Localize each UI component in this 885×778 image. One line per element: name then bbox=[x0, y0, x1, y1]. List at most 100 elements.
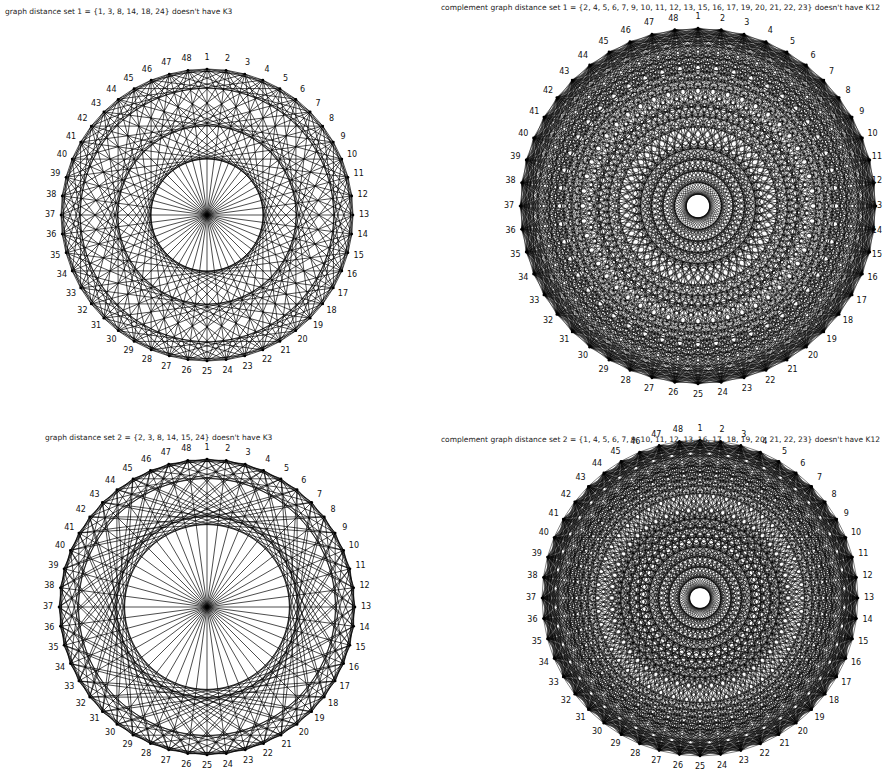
vertex-number: 40 bbox=[55, 542, 65, 550]
vertex-number: 48 bbox=[181, 55, 191, 63]
vertex-number: 40 bbox=[539, 529, 549, 537]
vertex-dot bbox=[838, 313, 841, 316]
vertex-dot bbox=[836, 518, 839, 521]
vertex-dot bbox=[88, 516, 91, 519]
vertex-number: 36 bbox=[44, 624, 54, 632]
vertex-dot bbox=[562, 676, 565, 679]
vertex-dot bbox=[341, 270, 344, 273]
vertex-number: 31 bbox=[575, 714, 585, 722]
vertex-dot bbox=[851, 116, 854, 119]
vertex-dot bbox=[63, 644, 66, 647]
vertex-number: 17 bbox=[857, 297, 867, 305]
vertex-number: 42 bbox=[76, 506, 86, 514]
vertex-dot bbox=[186, 752, 189, 755]
vertex-dot bbox=[532, 273, 535, 276]
vertex-number: 19 bbox=[314, 715, 324, 723]
vertex-dot bbox=[262, 349, 265, 352]
vertex-dot bbox=[823, 79, 826, 82]
vertex-dot bbox=[603, 471, 606, 474]
vertex-number: 24 bbox=[223, 761, 233, 769]
vertex-dot bbox=[149, 469, 152, 472]
vertex-number: 14 bbox=[872, 227, 882, 235]
vertex-dot bbox=[620, 734, 623, 737]
vertex-dot bbox=[352, 625, 355, 628]
vertex-dot bbox=[150, 349, 153, 352]
vertex-number: 12 bbox=[360, 582, 370, 590]
vertex-dot bbox=[187, 359, 190, 362]
vertex-number: 11 bbox=[354, 170, 364, 178]
vertex-dot bbox=[90, 125, 93, 128]
vertex-number: 14 bbox=[358, 231, 368, 239]
vertex-dot bbox=[620, 460, 623, 463]
vertex-dot bbox=[351, 195, 354, 198]
graph-edges bbox=[61, 69, 353, 361]
vertex-dot bbox=[836, 676, 839, 679]
vertex-dot bbox=[187, 69, 190, 72]
vertex-dot bbox=[651, 33, 654, 36]
vertex-dot bbox=[262, 742, 265, 745]
vertex-dot bbox=[629, 369, 632, 372]
vertex-number: 38 bbox=[44, 582, 54, 590]
vertex-number: 8 bbox=[329, 115, 334, 123]
vertex-number: 35 bbox=[510, 251, 520, 259]
vertex-number: 43 bbox=[559, 68, 569, 76]
vertex-number: 3 bbox=[744, 19, 749, 27]
vertex-number: 21 bbox=[787, 366, 797, 374]
vertex-dot bbox=[225, 359, 228, 362]
vertex-dot bbox=[244, 73, 247, 76]
vertex-number: 30 bbox=[578, 352, 588, 360]
vertex-dot bbox=[334, 680, 337, 683]
vertex-dot bbox=[65, 252, 68, 255]
vertex-dot bbox=[63, 567, 66, 570]
vertex-number: 8 bbox=[331, 506, 336, 514]
vertex-number: 35 bbox=[50, 252, 60, 260]
vertex-dot bbox=[101, 710, 104, 713]
vertex-number: 44 bbox=[592, 460, 602, 468]
vertex-dot bbox=[542, 617, 545, 620]
vertex-number: 6 bbox=[301, 477, 306, 485]
vertex-dot bbox=[520, 182, 523, 185]
vertex-dot bbox=[845, 657, 848, 660]
vertex-number: 25 bbox=[202, 368, 212, 376]
vertex-number: 29 bbox=[122, 741, 132, 749]
vertex-number: 11 bbox=[872, 153, 882, 161]
vertex-number: 1 bbox=[695, 13, 700, 21]
vertex-dot bbox=[855, 576, 858, 579]
vertex-number: 36 bbox=[506, 227, 516, 235]
vertex-number: 14 bbox=[360, 624, 370, 632]
vertex-dot bbox=[133, 340, 136, 343]
vertex-number: 34 bbox=[57, 271, 67, 279]
vertex-number: 46 bbox=[141, 456, 151, 464]
vertex-dot bbox=[59, 586, 62, 589]
vertex-number: 47 bbox=[644, 19, 654, 27]
vertex-dot bbox=[778, 734, 781, 737]
vertex-number: 24 bbox=[717, 762, 727, 770]
vertex-dot bbox=[309, 317, 312, 320]
vertex-number: 31 bbox=[559, 336, 569, 344]
vertex-dot bbox=[206, 68, 209, 71]
vertex-dot bbox=[101, 501, 104, 504]
vertex-number: 15 bbox=[858, 638, 868, 646]
vertex-dot bbox=[851, 556, 854, 559]
vertex-dot bbox=[71, 158, 74, 161]
vertex-number: 44 bbox=[105, 477, 115, 485]
vertex-number: 15 bbox=[354, 252, 364, 260]
vertex-number: 10 bbox=[347, 151, 357, 159]
vertex-dot bbox=[546, 556, 549, 559]
vertex-number: 2 bbox=[225, 445, 230, 453]
vertex-dot bbox=[322, 125, 325, 128]
vertex-number: 4 bbox=[265, 456, 270, 464]
vertex-dot bbox=[322, 303, 325, 306]
vertex-dot bbox=[279, 87, 282, 90]
vertex-dot bbox=[349, 644, 352, 647]
vertex-dot bbox=[778, 460, 781, 463]
vertex-number: 47 bbox=[161, 59, 171, 67]
vertex-number: 23 bbox=[742, 385, 752, 393]
vertex-dot bbox=[608, 51, 611, 54]
vertex-number: 42 bbox=[543, 87, 553, 95]
vertex-dot bbox=[206, 458, 209, 461]
vertex-number: 4 bbox=[768, 27, 773, 35]
vertex-number: 39 bbox=[510, 153, 520, 161]
vertex-dot bbox=[351, 233, 354, 236]
vertex-number: 25 bbox=[695, 763, 705, 771]
